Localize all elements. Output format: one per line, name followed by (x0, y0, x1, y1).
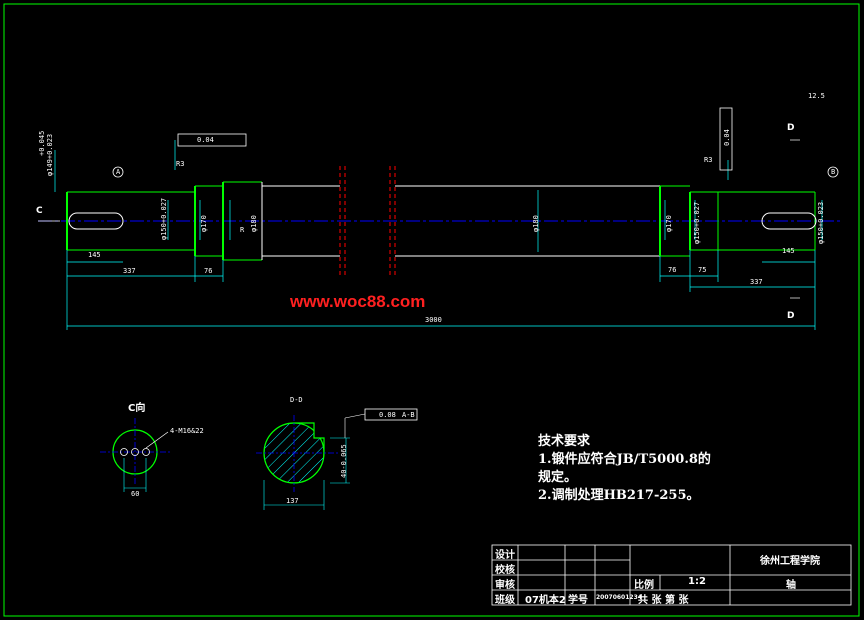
datum-a-label: A (116, 168, 121, 176)
section-label: D-D (290, 396, 303, 404)
tb-id-label: 学号 (568, 595, 588, 606)
datum-b-marker (827, 166, 839, 178)
dimension-lines (38, 139, 823, 330)
tb-school: 徐州工程学院 (760, 556, 820, 567)
runout-frame-left (177, 133, 247, 147)
runout-frame-right (719, 107, 733, 171)
fillet-r-mid: R (240, 226, 245, 234)
tb-part-name: 轴 (786, 580, 796, 591)
tech-req-line2: 规定。 (538, 470, 578, 485)
dim-right-key: 145 (782, 247, 795, 255)
fillet-r3-right: R3 (704, 156, 713, 164)
parallel-ref: A-B (402, 411, 415, 419)
runout-right: 0.04 (723, 129, 731, 146)
dim-right-75: 75 (698, 266, 707, 274)
title-block-grid (491, 544, 852, 606)
c-view-label: C向 (128, 403, 146, 414)
tech-req-line3: 2.调制处理HB217-255。 (538, 488, 700, 503)
section-diameter: 137 (286, 497, 299, 505)
dim-left-337: 337 (123, 267, 136, 275)
tb-check-label: 校核 (495, 565, 515, 576)
tb-review-label: 审核 (495, 580, 515, 591)
dim-total-length: 3000 (425, 316, 442, 324)
dim-left-170: φ170 (200, 215, 208, 232)
watermark-text: www.woc88.com (290, 292, 426, 311)
dim-left-76: 76 (204, 267, 213, 275)
dim-right-76: 76 (668, 266, 677, 274)
section-d-d (256, 413, 366, 510)
dim-right-337: 337 (750, 278, 763, 286)
shaft-outline (66, 181, 816, 261)
runout-left: 0.04 (197, 136, 214, 144)
fillet-r3-left: R3 (176, 160, 185, 168)
dim-left-180: φ180 (250, 215, 258, 232)
datum-a-marker (112, 166, 124, 178)
dim-right-170: φ170 (665, 215, 673, 232)
dim-right-end-150: φ150+0.023 (817, 201, 825, 244)
c-view (100, 418, 172, 492)
dim-left-150: φ150+0.027 (160, 197, 168, 240)
tb-design-label: 设计 (495, 550, 515, 561)
dim-left-end-tolerance: +0.045 (38, 130, 46, 156)
datum-b-label: B (831, 168, 836, 176)
drawing-border (3, 3, 860, 617)
d-top-label: D (787, 123, 795, 133)
tb-id-value: 20070601234 (596, 594, 642, 601)
tb-class-label: 班级 (495, 595, 515, 606)
left-keyway (68, 212, 124, 230)
tb-sheets: 共 张 第 张 (638, 595, 689, 606)
key-depth: 40-0.065 (340, 444, 348, 478)
dim-right-150: φ150+0.027 (693, 201, 701, 244)
dim-left-end-diameter: φ149+0.023 (46, 133, 54, 176)
parallel-frame (364, 408, 418, 421)
d-bottom-label: D (787, 311, 795, 321)
tech-req-line1: 1.锻件应符合JB/T5000.8的 (538, 452, 711, 467)
right-keyway (761, 212, 817, 230)
parallel-tolerance: 0.08 (379, 411, 396, 419)
dim-mid-180: φ180 (532, 215, 540, 232)
tb-scale-value: 1:2 (688, 576, 706, 587)
hole-distance: 60 (131, 490, 140, 498)
tb-class-value: 07机本2 (525, 595, 566, 606)
dim-left-key: 145 (88, 251, 101, 259)
roughness-label: 12.5 (808, 92, 825, 100)
holes-label: 4-M16&22 (170, 427, 204, 435)
break-lines (339, 166, 396, 276)
tb-scale-label: 比例 (634, 580, 654, 591)
c-arrow-label: C (36, 206, 43, 216)
tech-req-title: 技术要求 (538, 434, 591, 449)
